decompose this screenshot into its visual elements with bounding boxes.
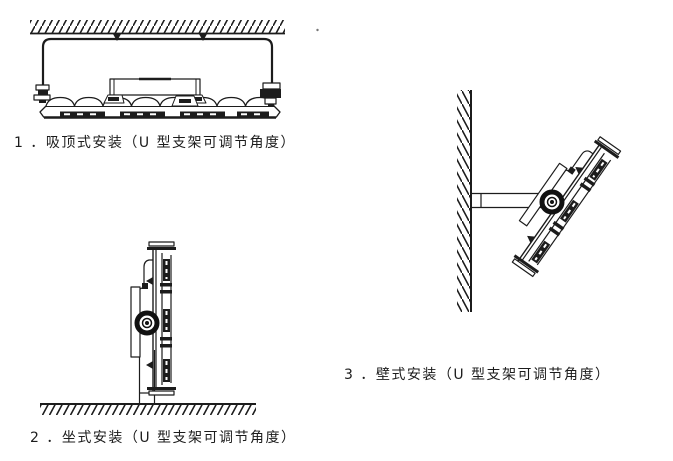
bracket-bolt-right xyxy=(260,82,281,107)
ceiling-hatch xyxy=(30,20,285,33)
ceiling-bolt-icon xyxy=(113,34,121,41)
junction-box xyxy=(109,77,201,96)
angle-knob-icon xyxy=(137,313,157,333)
figure-caption-3: 3 ．壁式安装（U 型支架可调节角度） xyxy=(344,367,611,383)
diagram-ceiling-mount xyxy=(30,20,319,119)
wall-hatch xyxy=(457,90,471,312)
heatsink-wave xyxy=(45,96,275,107)
angle-knob-icon xyxy=(542,192,562,212)
ceiling-bolt-icon xyxy=(199,34,207,41)
ground-hatch xyxy=(40,405,256,415)
print-artifact-dot xyxy=(316,28,319,32)
lamp-body xyxy=(39,105,281,119)
stand xyxy=(138,350,156,404)
led-strip xyxy=(60,111,269,117)
figure-caption-1: 1 ．吸顶式安装（U 型支架可调节角度） xyxy=(14,135,297,151)
u-bracket xyxy=(41,37,274,103)
figure-caption-2: 2 ．坐式安装（U 型支架可调节角度） xyxy=(30,430,297,446)
bracket-bolt-left xyxy=(33,84,51,103)
diagram-wall-mount xyxy=(457,90,624,312)
box-feet xyxy=(103,94,207,107)
diagram-seat-mount xyxy=(40,241,256,415)
